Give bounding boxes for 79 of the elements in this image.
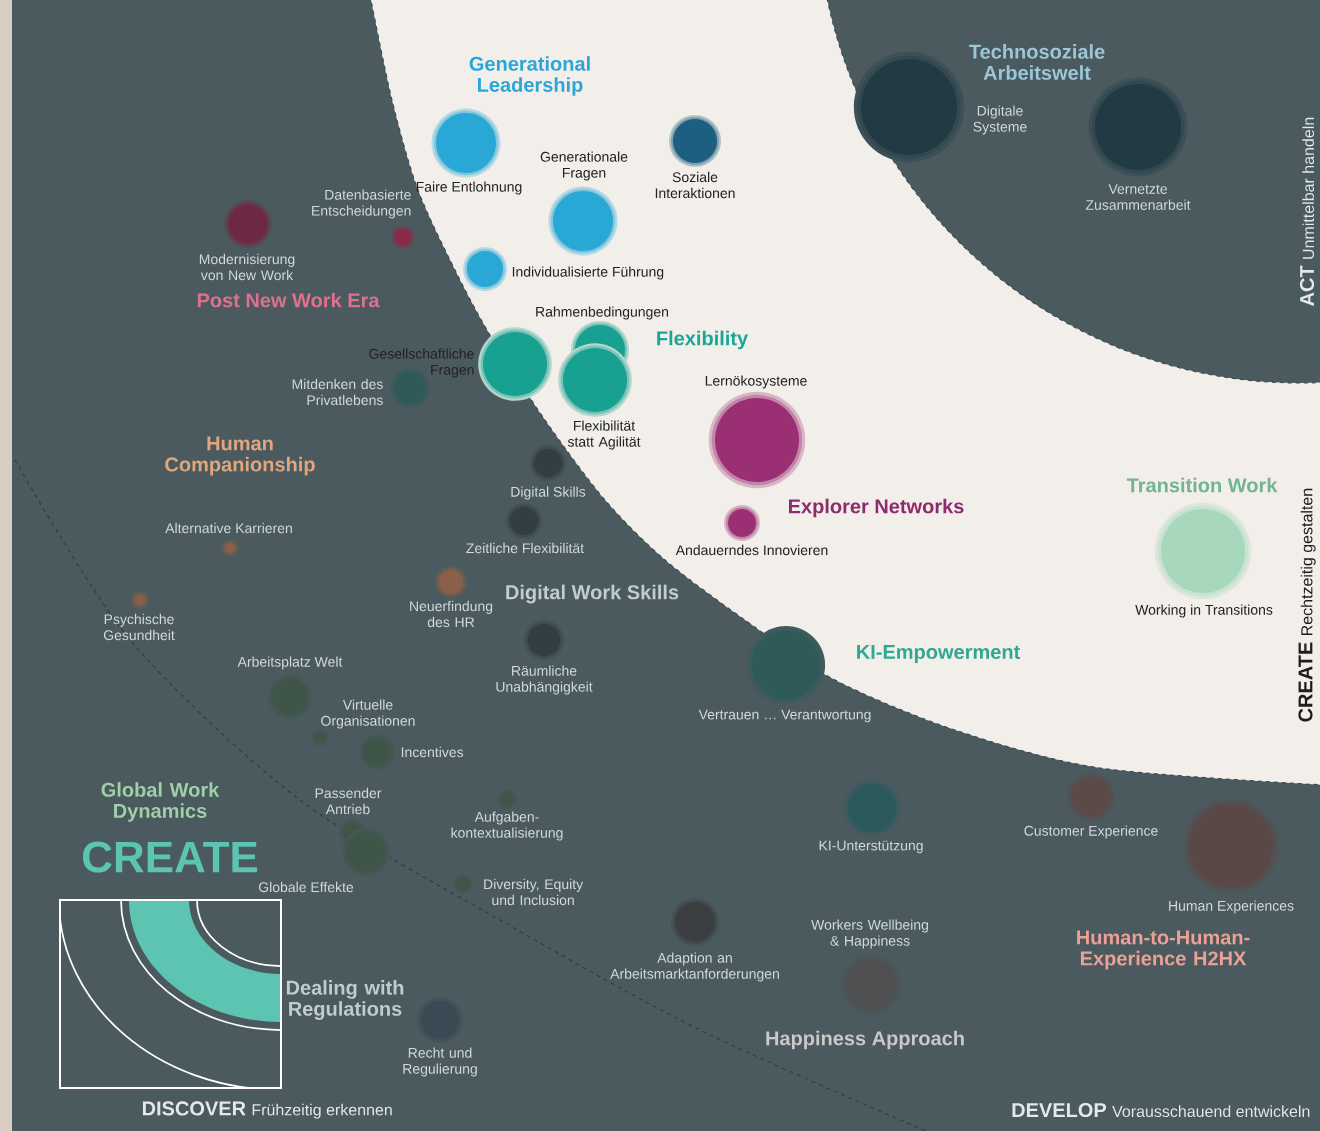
quadrant-label: ACT Unmittelbar handeln [1299,117,1315,306]
bubble-label: Generationale Fragen [540,151,628,181]
cluster-title: Human Companionship [165,436,315,476]
cluster-title: KI-Empowerment [857,645,1020,663]
bubble-label: Virtuelle Organisationen [321,699,415,729]
bubble-label: Rahmenbedingungen [536,306,668,320]
bubble-label: Digitale Systeme [973,105,1027,135]
bubble-label: Alternative Karrieren [165,522,292,534]
cluster-title: Explorer Networks [789,498,964,518]
bubble-label: Datenbasierte Entscheidungen [312,189,411,219]
bubble [1182,797,1280,895]
cluster-title: Global Work Dynamics [101,782,220,822]
bubble [1154,502,1252,600]
cluster-title: Human-to-Human-Experience H2HX [1077,930,1250,970]
bubble-label: Customer Experience [1024,825,1158,839]
bubble-label: Vernetzte Zusammenarbeit [1085,184,1191,210]
bubble-label: Incentives [401,746,464,758]
cluster-title: Digital Work Skills [506,584,679,604]
bubble-label: Vertrauen … Verantwortung [698,709,871,723]
bubble [268,675,312,719]
quadrant-label: DEVELOP Vorausschauend entwickeln [1012,1102,1310,1118]
bubble [558,343,632,417]
bubble [131,591,149,609]
bubble-label: Gesellschaftliche Fragen [369,348,474,378]
quadrant-label: CREATE Rechtzeitig gestalten [1298,488,1316,722]
bubble-label: Soziale Interaktionen [655,171,735,199]
bubble-label: Recht und Regulierung [403,1047,477,1077]
cluster-title: Technosoziale Arbeitswelt [969,44,1105,80]
bubble [359,734,395,770]
bubble [746,625,826,705]
bubble [844,780,900,836]
bubble-label: Arbeitsplatz Welt [237,656,343,670]
section-heading: CREATE [83,841,258,873]
bubble-label: Human Experiences [1169,900,1294,914]
bubble-label: Globale Effekte [259,881,354,893]
bubble-label: Modernisierung von New Work [199,253,295,281]
bubble [548,186,618,256]
cluster-title: Flexibility [657,330,749,350]
bubble [853,51,965,163]
bubble-label: Flexibilität statt Agilität [567,420,641,450]
bubble [390,368,430,408]
bubble-label: Zeitliche Flexibilität [466,542,584,554]
bubble [391,225,415,249]
bubble-label: Mitdenken des Privatlebens [292,378,383,406]
bubble [506,503,542,539]
bubble-label: Working in Transitions [1135,604,1273,618]
bubble [708,391,806,489]
bubble [530,445,566,481]
bubble [435,566,467,598]
bubble [431,108,501,178]
bubble [221,539,239,557]
bubble-label: Adaption an Arbeitsmarktanforderungen [610,952,779,982]
bubble-label: KI-Unterstützung [819,840,923,854]
bubble-label: Individualisierte Führung [512,266,664,280]
cluster-title: Generational Leadership [469,56,590,96]
bubble [342,828,390,876]
bubble [463,247,507,291]
bubble [478,327,552,401]
cluster-title: Happiness Approach [766,1030,964,1050]
bubble-label: Räumliche Unabhängigkeit [496,665,593,695]
cluster-title: Dealing with Regulations [286,980,404,1020]
bubble [453,874,473,894]
bubble-label: Faire Entlohnung [416,181,522,195]
bubble-label: Andauerndes Innovieren [675,544,828,556]
bubble [671,898,719,946]
bubble-label: Aufgaben- kontextualisierung [451,811,563,841]
bubble-label: Workers Wellbeing & Happiness [811,919,928,949]
bubble-label: Diversity, Equity und Inclusion [484,878,584,906]
bubble [224,200,272,248]
bubble-label: Passender Antrieb [315,787,382,815]
bubble [669,115,721,167]
cluster-title: Post New Work Era [197,292,380,308]
bubble [524,620,564,660]
bubble-label: Neuerfindung des HR [410,600,493,628]
quadrant-label: DISCOVER Frühzeitig erkennen [142,1101,392,1119]
bubble-label: Digital Skills [511,486,586,500]
bubble-label: Lernökosysteme [705,375,807,389]
bubble [724,505,760,541]
bubble-label: Psychische Gesundheit [103,613,175,641]
